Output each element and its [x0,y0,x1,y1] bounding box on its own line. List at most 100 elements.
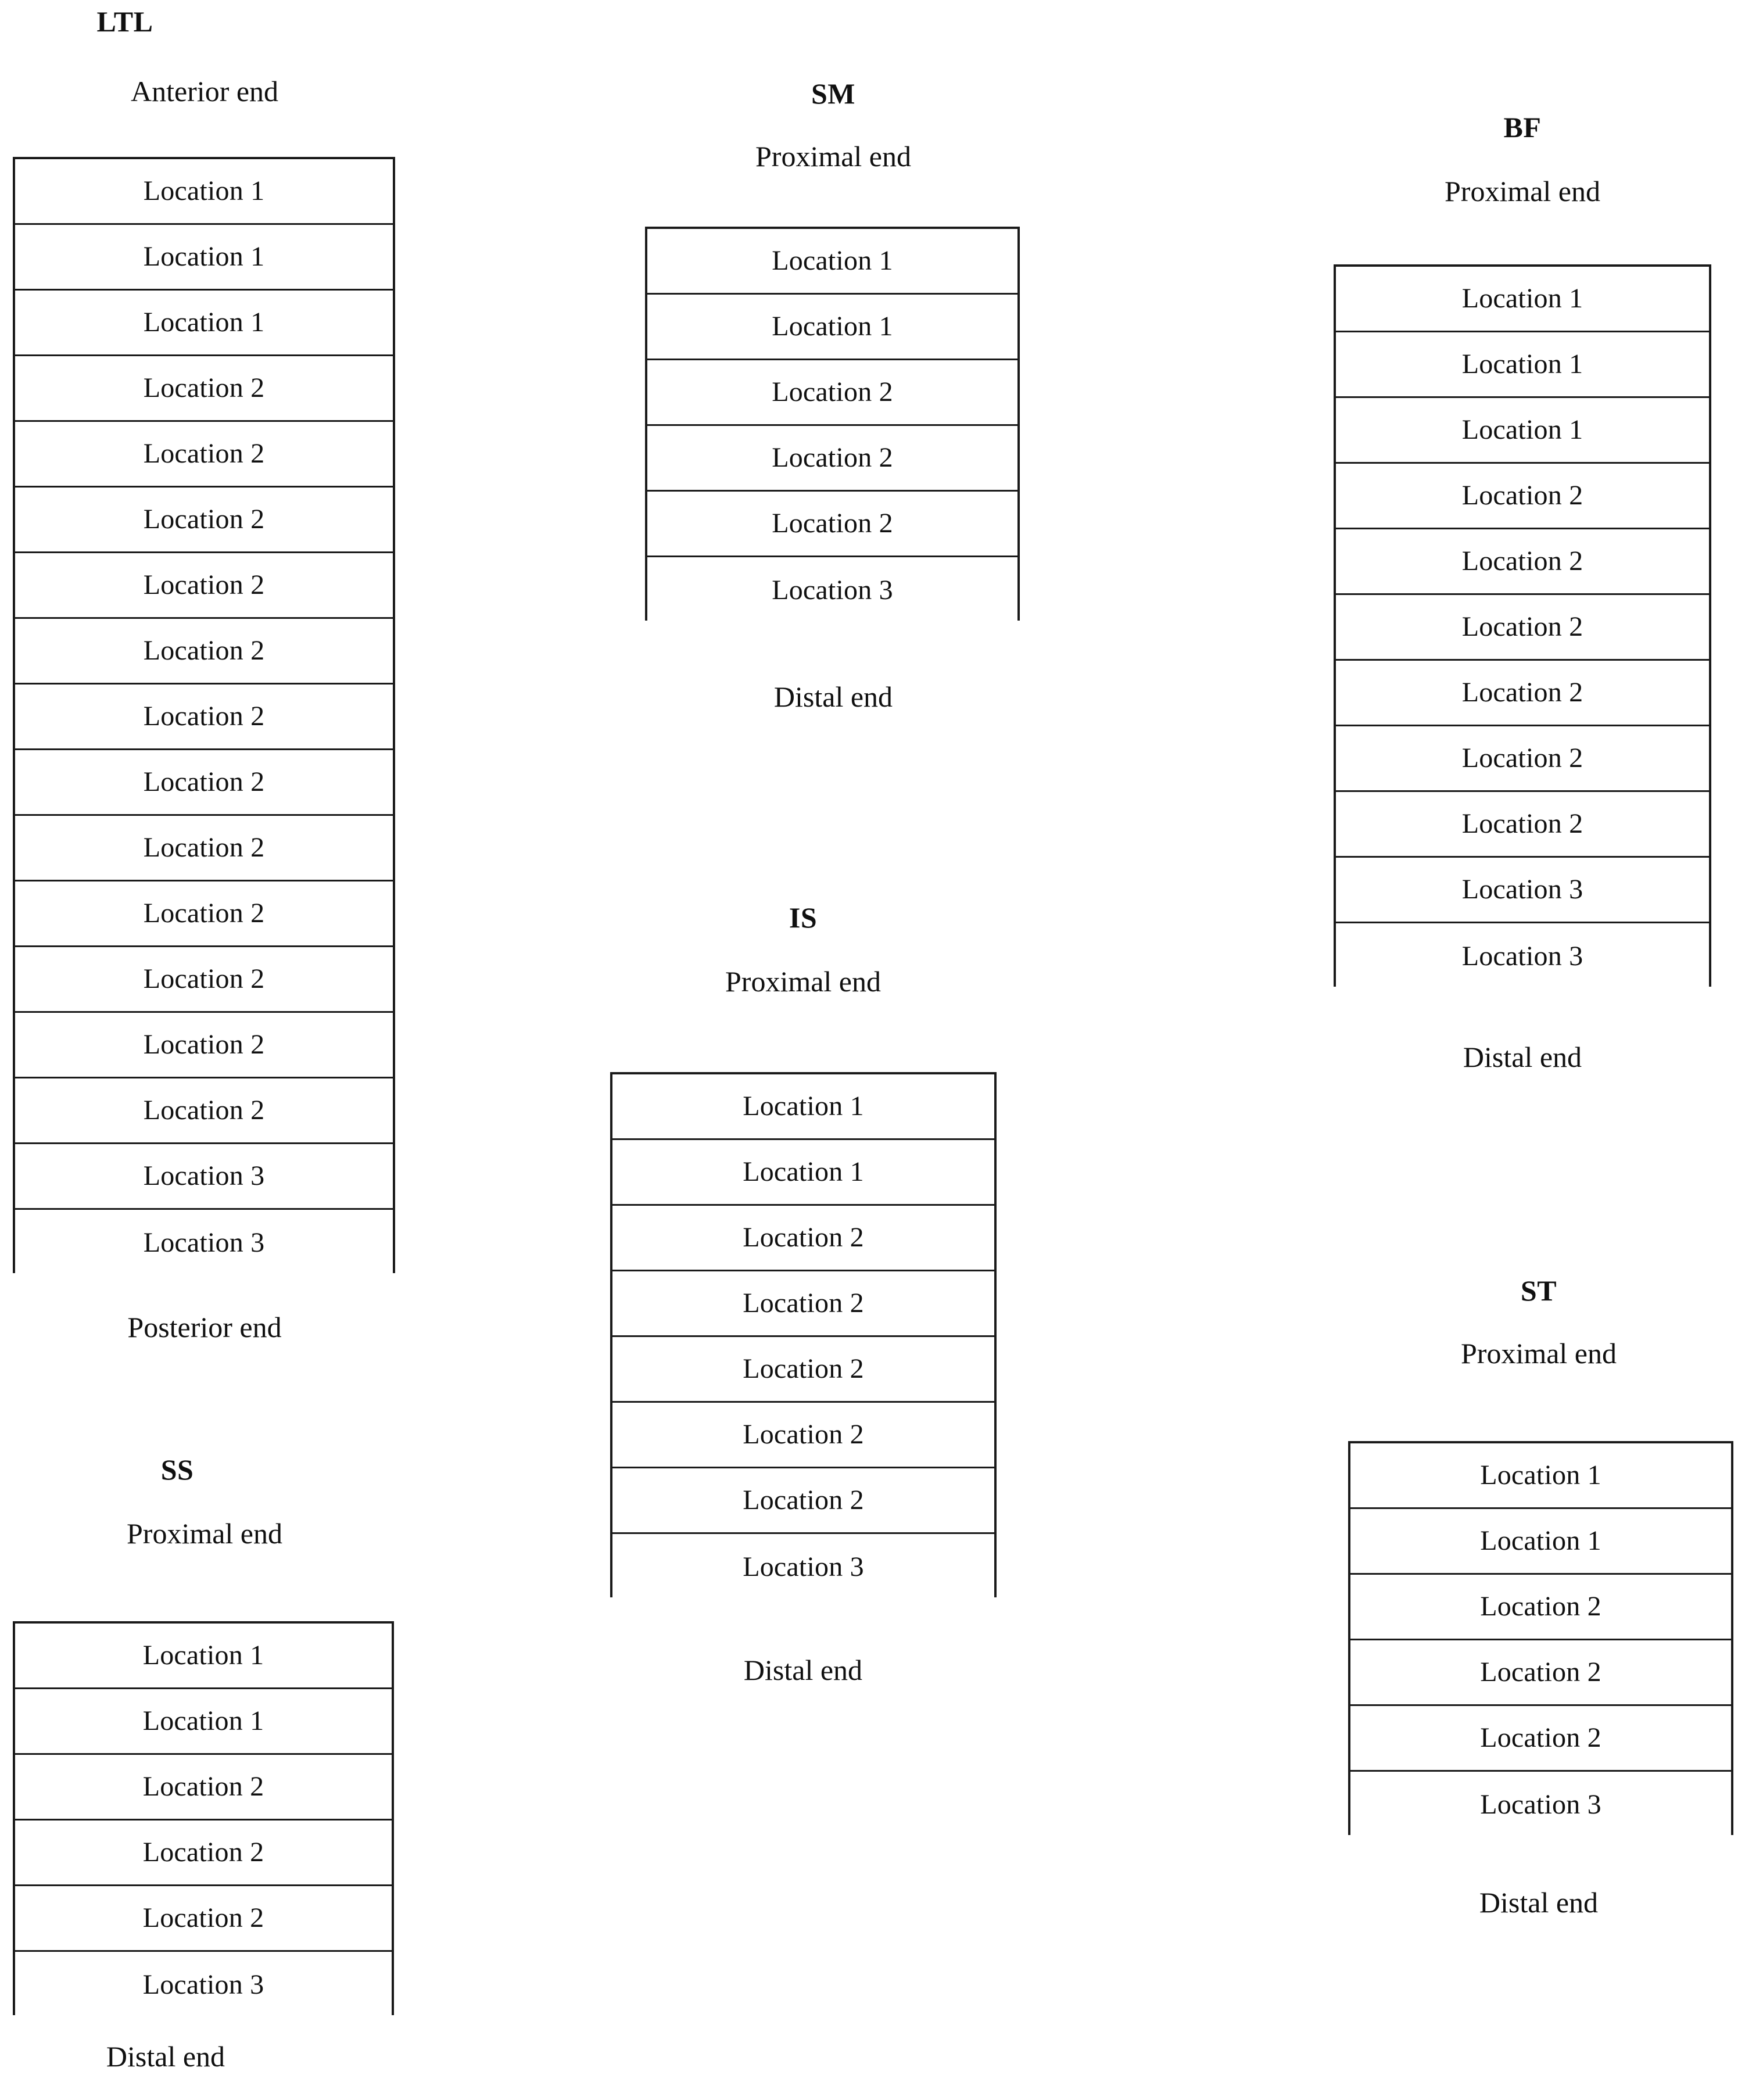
location-table-ss: Location 1 Location 1 Location 2 Location 2… [13,1621,394,2017]
bottom-end-label-st: Distal end [1479,1886,1599,1919]
group-title-ss: SS [160,1453,194,1486]
table-row: Location 1 [1350,1443,1731,1509]
location-cell-label: Location 1 [1480,1460,1601,1490]
location-cell-label: Location 1 [143,241,265,272]
location-cell-label: Location 2 [1480,1657,1601,1687]
table-row: Location 2 [1350,1706,1731,1772]
location-cell-label: Location 2 [143,1029,265,1060]
location-cell-label: Location 2 [743,1288,864,1318]
location-cell-label: Location 2 [143,569,265,600]
table-row: Location 2 [15,947,393,1013]
location-cell-label: Location 1 [772,245,893,276]
table-row: Location 2 [15,422,393,488]
location-cell-label: Location 1 [142,1705,264,1736]
location-cell-label: Location 3 [772,574,893,605]
table-row: Location 1 [1350,1509,1731,1575]
location-cell-label: Location 3 [143,1160,265,1191]
table-row: Location 1 [1336,267,1709,332]
location-cell-label: Location 1 [1461,414,1583,445]
location-cell-label: Location 2 [142,1771,264,1802]
table-row: Location 1 [612,1074,994,1140]
location-cell-label: Location 2 [743,1222,864,1253]
location-cell-label: Location 2 [143,963,265,994]
location-table-is: Location 1 Location 1 Location 2 Location 2… [610,1072,997,1600]
location-cell-label: Location 2 [143,635,265,666]
location-cell-label: Location 1 [1461,349,1583,379]
table-row: Location 1 [1336,332,1709,398]
top-end-label-ss: Proximal end [126,1517,283,1550]
location-cell-label: Location 2 [143,701,265,732]
location-cell-label: Location 2 [1461,546,1583,576]
location-cell-label: Location 1 [772,311,893,342]
table-row: Location 2 [612,1337,994,1403]
location-table-bf: Location 1 Location 1 Location 1 Location 2… [1334,264,1711,989]
table-row: Location 2 [612,1403,994,1468]
location-cell-label: Location 3 [143,1227,265,1258]
table-row: Location 2 [15,816,393,881]
group-title-ltl: LTL [96,5,153,38]
bottom-end-label-ltl: Posterior end [127,1311,282,1343]
location-cell-label: Location 2 [142,1837,264,1868]
group-title-bf: BF [1503,111,1542,144]
location-cell-label: Location 2 [1461,743,1583,773]
table-row: Location 2 [1336,595,1709,661]
location-cell-label: Location 3 [142,1969,264,2000]
location-cell-label: Location 2 [1480,1591,1601,1622]
table-row: Location 3 [1350,1772,1731,1837]
table-row: Location 3 [1336,858,1709,923]
location-cell-label: Location 1 [743,1091,864,1121]
table-row: Location 3 [647,557,1017,623]
table-row: Location 2 [15,750,393,816]
location-cell-label: Location 1 [143,307,265,338]
table-row: Location 2 [1336,464,1709,529]
table-row: Location 2 [647,426,1017,492]
top-end-label-is: Proximal end [725,965,882,998]
table-row: Location 2 [15,1078,393,1144]
table-row: Location 2 [612,1271,994,1337]
table-row: Location 2 [15,1013,393,1078]
location-cell-label: Location 3 [1461,940,1583,972]
location-cell-label: Location 2 [1461,677,1583,708]
location-cell-label: Location 1 [1480,1525,1601,1556]
table-row: Location 1 [612,1140,994,1206]
location-cell-label: Location 2 [143,504,265,535]
location-cell-label: Location 2 [143,832,265,863]
top-end-label-sm: Proximal end [755,140,912,173]
location-cell-label: Location 3 [1480,1789,1601,1820]
table-row: Location 1 [15,225,393,291]
table-row: Location 1 [15,1689,392,1755]
location-cell-label: Location 2 [1461,808,1583,839]
table-row: Location 3 [15,1952,392,2017]
table-row: Location 2 [612,1206,994,1271]
table-row: Location 1 [15,1624,392,1689]
table-row: Location 1 [647,229,1017,295]
location-cell-label: Location 3 [1461,874,1583,905]
table-row: Location 2 [15,685,393,750]
table-row: Location 2 [1336,661,1709,726]
table-row: Location 1 [1336,398,1709,464]
location-cell-label: Location 2 [143,898,265,929]
location-cell-label: Location 2 [143,372,265,403]
table-row: Location 1 [15,159,393,225]
location-table-st: Location 1 Location 1 Location 2 Location 2… [1348,1441,1733,1837]
table-row: Location 2 [1336,726,1709,792]
table-row: Location 2 [15,619,393,685]
bottom-end-label-bf: Distal end [1463,1041,1582,1073]
location-table-sm: Location 1 Location 1 Location 2 Location 2… [645,227,1020,623]
location-cell-label: Location 2 [772,442,893,473]
location-cell-label: Location 3 [743,1551,864,1582]
table-row: Location 3 [612,1534,994,1600]
table-row: Location 2 [15,553,393,619]
location-cell-label: Location 2 [143,766,265,797]
location-cell-label: Location 2 [143,1095,265,1126]
location-cell-label: Location 1 [743,1156,864,1187]
table-row: Location 2 [15,488,393,553]
table-row: Location 2 [647,492,1017,557]
location-cell-label: Location 1 [1461,283,1583,314]
location-cell-label: Location 2 [142,1902,264,1933]
location-cell-label: Location 2 [743,1419,864,1450]
table-row: Location 3 [15,1210,393,1275]
table-row: Location 2 [15,1886,392,1952]
table-row: Location 1 [647,295,1017,360]
